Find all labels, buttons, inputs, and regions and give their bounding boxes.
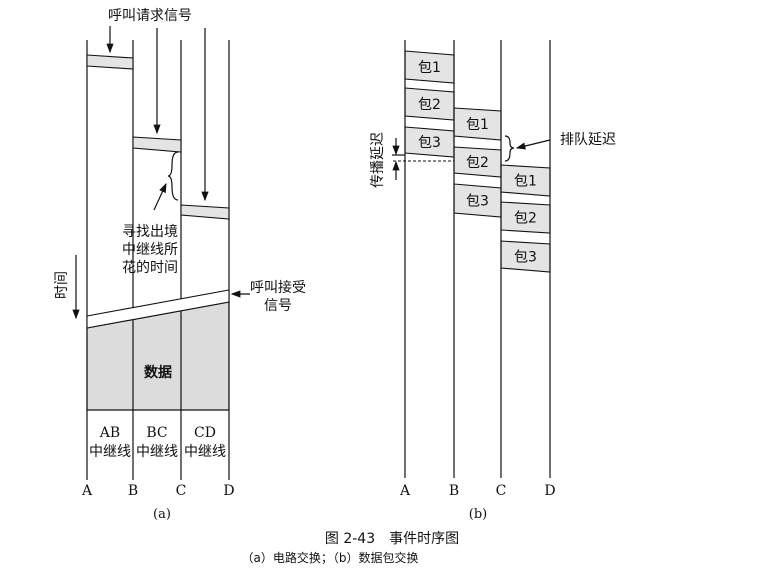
node-label: C: [496, 483, 507, 499]
packet-group: 包1 包2 包3 包1 包2 包3 包1 包2 包3: [404, 50, 551, 273]
data-label: 数据: [144, 364, 172, 381]
call-accept-label: 信号: [264, 298, 292, 314]
packet-label: 包3: [418, 135, 441, 151]
call-accept-band: [86, 289, 230, 329]
call-request-cd: [180, 204, 230, 220]
packet-switching-panel: 包1 包2 包3 包1 包2 包3 包1 包2 包3 传播延迟 排队延迟 A B C D (b): [370, 40, 616, 522]
packet-label: 包2: [514, 211, 537, 227]
panel-caption: (a): [153, 507, 171, 522]
call-request-bc: [132, 136, 182, 153]
search-time-label: 寻找出境: [122, 224, 178, 240]
figure-title: 图 2-43 事件时序图: [325, 531, 459, 547]
node-label: C: [176, 483, 187, 499]
brace-icon: [167, 151, 179, 201]
propagation-delay-label: 传播延迟: [370, 132, 386, 188]
node-label: A: [399, 483, 411, 499]
packet-label: 包1: [418, 60, 441, 76]
trunk-sub-label: 中继线: [89, 444, 131, 460]
trunk-label: CD: [194, 425, 216, 441]
call-accept-label: 呼叫接受: [250, 279, 306, 296]
search-time-label: 花的时间: [122, 260, 178, 276]
search-time-label: 中继线所: [122, 242, 178, 258]
panel-caption: (b): [469, 507, 487, 522]
trunk-sub-label: 中继线: [136, 444, 178, 460]
packet-label: 包1: [466, 117, 489, 133]
trunk-label: BC: [146, 425, 167, 441]
packet-label: 包3: [514, 250, 537, 266]
queue-delay-label: 排队延迟: [560, 132, 616, 148]
time-axis-label: 时间: [54, 271, 70, 299]
figure-subtitle: （a）电路交换；（b）数据包交换: [242, 550, 419, 565]
trunk-sub-label: 中继线: [184, 444, 226, 460]
call-request-ab: [86, 54, 134, 70]
packet-label: 包1: [514, 174, 537, 190]
node-label: B: [128, 483, 138, 499]
arrow-icon: [515, 139, 551, 150]
node-label: D: [544, 483, 555, 499]
arrow-icon: [153, 182, 167, 211]
call-request-label: 呼叫请求信号: [108, 8, 192, 24]
circuit-switching-panel: 呼叫请求信号 寻找出境 中继线所 花的时间 呼叫接受 信号 时间 数据 AB 中…: [54, 8, 306, 522]
node-label: D: [223, 483, 234, 499]
trunk-label: AB: [99, 425, 120, 441]
node-label: B: [449, 483, 459, 499]
packet-label: 包3: [466, 194, 489, 210]
brace-icon: [504, 135, 515, 162]
node-label: A: [81, 483, 93, 499]
packet-label: 包2: [418, 97, 441, 113]
packet-label: 包2: [466, 155, 489, 171]
